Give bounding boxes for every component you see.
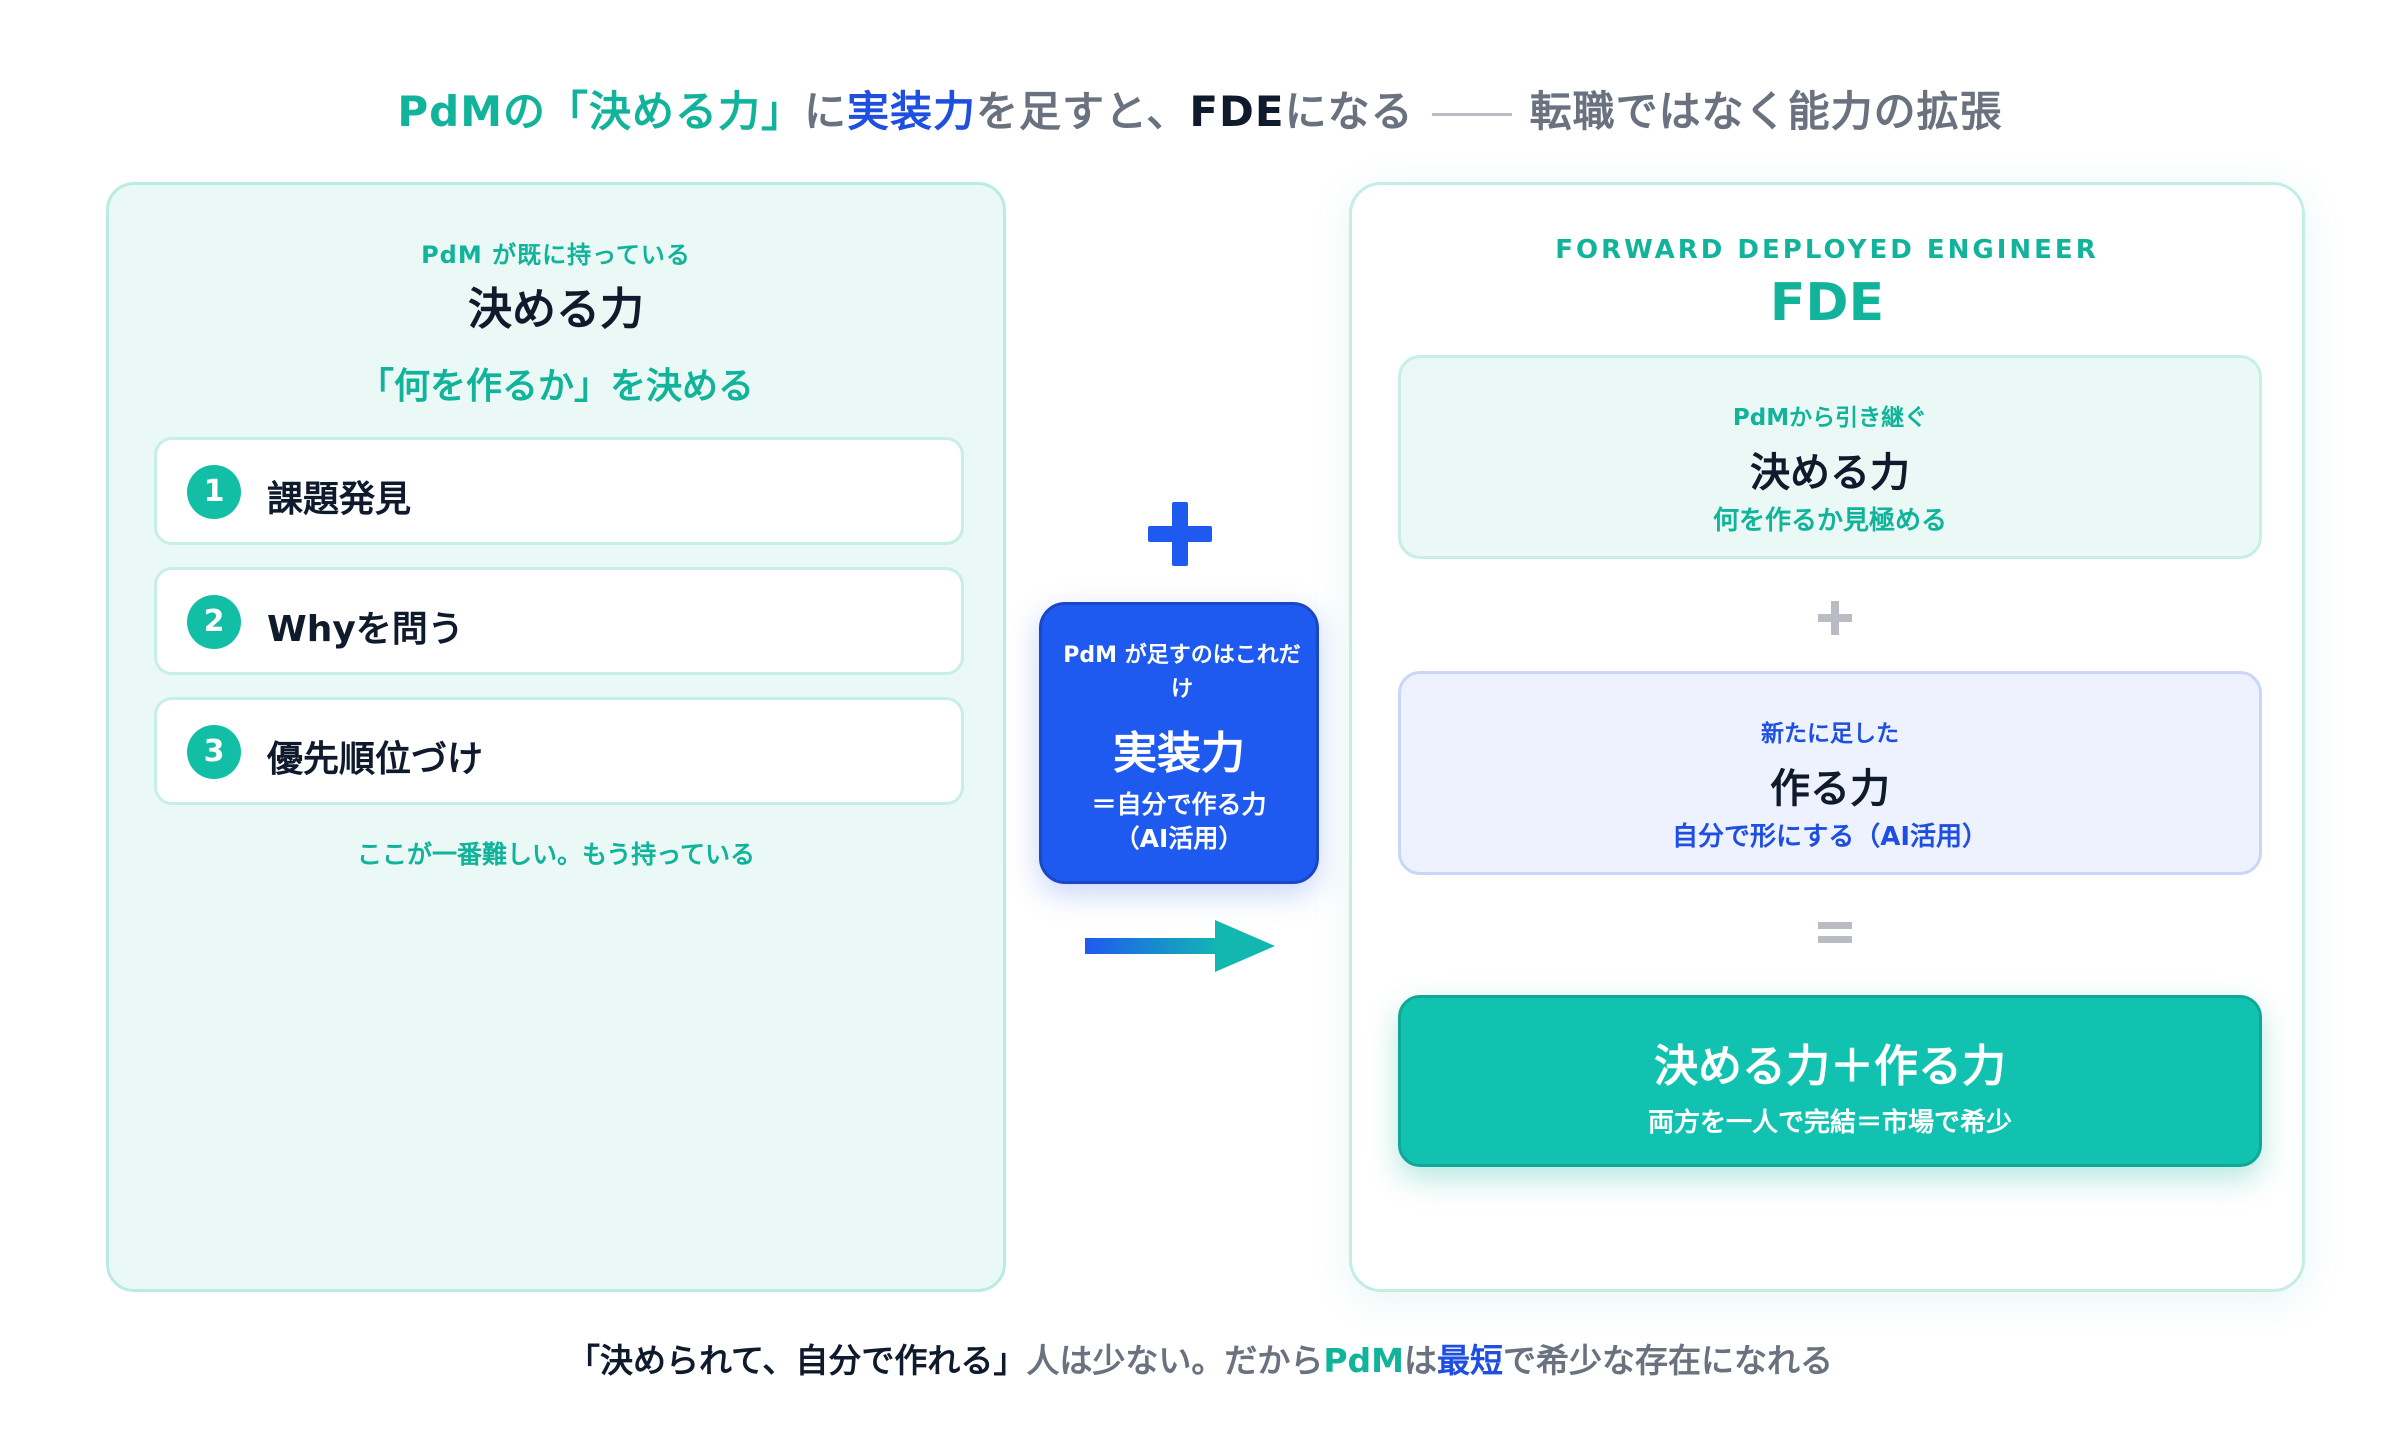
step-label: Whyを問う (267, 609, 464, 650)
footer-part: で希少な存在になれる (1503, 1341, 1834, 1380)
step-number-badge: 2 (187, 595, 241, 649)
make-card-desc: 自分で形にする（AI活用） (1671, 822, 1989, 852)
headline-part: に (804, 87, 848, 136)
decide-card-title: 決める力 (1750, 450, 1910, 496)
arrow-right-icon (1085, 920, 1275, 972)
result-card: 決める力＋作る力 両方を一人で完結＝市場で希少 (1398, 995, 2262, 1167)
footer-tagline: 「決められて、自分で作れる」人は少ない。だからPdMは最短で希少な存在になれる (0, 1334, 2400, 1382)
headline-part: になる (1284, 87, 1414, 136)
step-number-badge: 1 (187, 465, 241, 519)
mid-title: 実装力 (1113, 728, 1245, 779)
footer-part: 最短 (1437, 1341, 1504, 1380)
mid-desc-line2: （AI活用） (1114, 824, 1244, 853)
headline-part: 転職ではなく能力の拡張 (1529, 87, 2003, 136)
make-card-eyebrow: 新たに足した (1761, 721, 1899, 747)
left-title: 決める力 (468, 284, 644, 335)
result-desc: 両方を一人で完結＝市場で希少 (1647, 1108, 2012, 1138)
result-title: 決める力＋作る力 (1654, 1041, 2006, 1092)
plus-icon (1148, 502, 1212, 566)
footer-part: 「決められて、自分で作れる」 (566, 1341, 1027, 1380)
footer-part: 人は少ない。だから (1026, 1341, 1324, 1380)
decide-card-desc: 何を作るか見極める (1712, 506, 1947, 536)
make-card: 新たに足した 作る力 自分で形にする（AI活用） (1398, 671, 2262, 875)
dash-divider (1431, 113, 1512, 116)
left-subtitle: 「何を作るか」を決める (357, 366, 754, 407)
plus-icon (1818, 601, 1852, 635)
equals-icon (1818, 919, 1852, 947)
mid-desc-line1: ＝自分で作る力 (1091, 790, 1267, 819)
decide-card: PdMから引き継ぐ 決める力 何を作るか見極める (1398, 355, 2262, 559)
step-item-3: 3 優先順位づけ (154, 697, 964, 805)
make-card-title: 作る力 (1770, 766, 1890, 812)
left-panel: PdM が既に持っている 決める力 「何を作るか」を決める 1 課題発見 2 W… (106, 182, 1006, 1292)
implementation-card: PdM が足すのはこれだけ 実装力 ＝自分で作る力 （AI活用） (1039, 602, 1319, 884)
mid-eyebrow: PdM が足すのはこれだけ (1063, 643, 1301, 702)
headline-part: FDE (1189, 87, 1285, 136)
headline-part: 実装力 (847, 87, 977, 136)
step-label: 課題発見 (267, 479, 412, 520)
right-panel: FORWARD DEPLOYED ENGINEER FDE PdMから引き継ぐ … (1349, 182, 2305, 1292)
left-note: ここが一番難しい。もう持っている (356, 840, 755, 869)
step-item-2: 2 Whyを問う (154, 567, 964, 675)
left-eyebrow: PdM が既に持っている (421, 241, 691, 269)
step-item-1: 1 課題発見 (154, 437, 964, 545)
footer-part: は (1404, 1341, 1438, 1380)
step-number-badge: 3 (187, 725, 241, 779)
headline: PdMの「決める力」に実装力を足すと、FDEになる 転職ではなく能力の拡張 (0, 78, 2400, 139)
right-title: FDE (1769, 273, 1885, 333)
step-label: 優先順位づけ (267, 739, 484, 780)
footer-part: PdM (1323, 1341, 1405, 1380)
headline-part: を足すと、 (976, 87, 1190, 136)
headline-part: PdMの「決める力」 (397, 87, 804, 136)
right-eyebrow: FORWARD DEPLOYED ENGINEER (1555, 235, 2099, 265)
decide-card-eyebrow: PdMから引き継ぐ (1732, 405, 1928, 431)
